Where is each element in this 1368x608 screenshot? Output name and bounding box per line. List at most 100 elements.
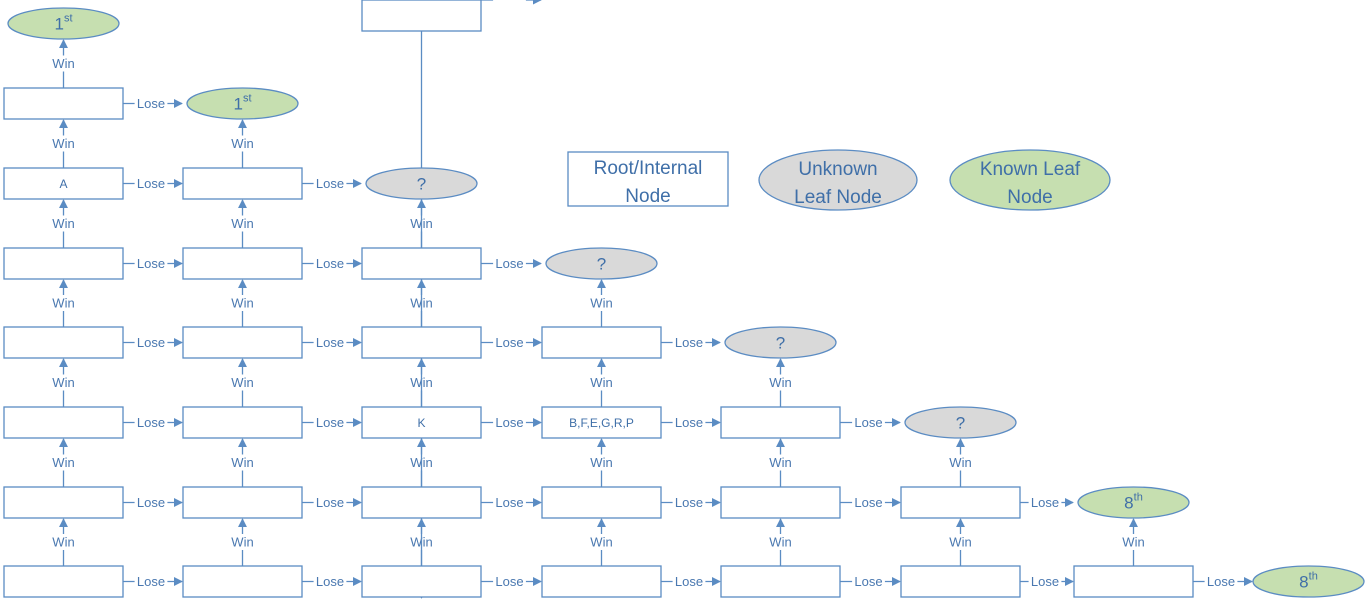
win-edge-c1-r5-label: Win (231, 375, 253, 390)
win-edge-c0-r2-label-bg (50, 135, 77, 152)
win-edge-c0-r1-label: Win (52, 56, 74, 71)
lose-edge-c2-r3-label: Lose (495, 256, 523, 271)
legend-known-label-1: Node (1007, 187, 1052, 208)
result-leaf-c7-label: 8th (1299, 571, 1318, 592)
result-leaf-c3 (545, 247, 658, 280)
bracket-node-c0-r3 (3, 247, 124, 280)
legend-unknown-label-0: Unknown (798, 159, 877, 180)
win-edge-c4-r7-label: Win (769, 535, 791, 550)
bracket-node-c0-r7 (3, 565, 124, 598)
win-edge-c1-r6-label-bg (229, 454, 256, 471)
win-edge-c1-r3-label-bg (229, 215, 256, 232)
lose-edge-c2-r3-label-bg (493, 255, 526, 272)
lose-edge-c0-r5-label: Lose (137, 415, 165, 430)
win-edge-c4-r5-label-bg (767, 374, 794, 391)
lose-edge-c1-r6-label: Lose (316, 495, 344, 510)
lose-edge-c0-r7-label-bg (134, 573, 168, 590)
legend-unknown-label-1: Leaf Node (794, 187, 882, 208)
win-edge-c1-r4-label-bg (229, 295, 256, 311)
bracket-node-c2-r5 (361, 406, 482, 439)
lose-edge-c2-r6-label-bg (493, 494, 526, 511)
win-edge-c0-r5-label: Win (52, 375, 74, 390)
result-leaf-c1-sup: st (243, 93, 252, 105)
win-edge-c0-r3-label-bg (50, 215, 77, 232)
legend-internal-node (567, 151, 729, 207)
win-edge-c0-r5-label-bg (50, 374, 77, 391)
lose-edge-c4-r7-label: Lose (854, 574, 882, 589)
lose-edge-c1-r5-label-bg (313, 414, 347, 431)
win-edge-c1-r6-label: Win (231, 455, 253, 470)
win-edge-c0-r2-label: Win (52, 136, 74, 151)
lose-edge-c3-r4-label: Lose (675, 335, 703, 350)
bracket-node-c2-r6 (361, 486, 482, 519)
champion-leaf-label: 1st (54, 13, 72, 34)
win-edge-c4-r5-label: Win (769, 375, 791, 390)
lose-edge-c2-r4-label-bg (493, 334, 526, 351)
win-edge-c3-r6-label: Win (590, 455, 612, 470)
win-edge-c6-r7-label-bg (1120, 534, 1147, 550)
bracket-node-c0-r5 (3, 406, 124, 439)
lose-edge-c2-r4-label: Lose (495, 335, 523, 350)
lose-edge-c1-r2-label-bg (313, 175, 347, 192)
bracket-node-c1-r7 (182, 565, 303, 598)
lose-edge-c4-r5-label: Lose (854, 415, 882, 430)
legend-internal-label-1: Node (625, 186, 670, 207)
bracket-node-c5-r7 (900, 565, 1021, 598)
win-edge-c0-r7-label: Win (52, 535, 74, 550)
lose-edge-c6-r7-label: Lose (1207, 574, 1235, 589)
lose-edge-c4-r6-label: Lose (854, 495, 882, 510)
lose-edge-c2-r7-label-bg (493, 573, 526, 590)
lose-edge-c4-r5-label-bg (852, 414, 885, 431)
lose-edge-c3-r4-label-bg (672, 334, 706, 351)
lose-edge-c2-r7-label: Lose (495, 574, 523, 589)
lose-edge-c1-r7-label-bg (313, 573, 347, 590)
win-edge-c0-r6-label: Win (52, 455, 74, 470)
win-edge-c1-r4-label: Win (231, 296, 253, 311)
result-leaf-c1 (186, 87, 299, 120)
lose-edge-c0-r4-label-bg (134, 334, 168, 351)
result-leaf-c5-label: ? (956, 414, 965, 433)
win-edge-c0-r4-label: Win (52, 296, 74, 311)
bracket-node-c4-r7 (720, 565, 841, 598)
bracket-node-c3-r7 (541, 565, 662, 598)
lose-edge-c2-r5-label: Lose (495, 415, 523, 430)
lose-edge-c1-r7-label: Lose (316, 574, 344, 589)
bracket-node-c2-r8 (361, 0, 482, 32)
win-edge-c3-r6-label-bg (588, 454, 615, 471)
legend-known-label-0: Known Leaf (980, 159, 1081, 180)
lose-edge-c6-r7-label-bg (1204, 573, 1238, 590)
bracket-node-c5-r6 (900, 486, 1021, 519)
bracket-node-c1-r2 (182, 167, 303, 200)
result-leaf-c2-label: ? (417, 175, 426, 194)
lose-edge-c0-r3-label-bg (134, 255, 168, 272)
bracket-node-label-c0-r2: A (59, 177, 67, 191)
win-edge-c1-r2-label-bg (229, 135, 256, 152)
win-edge-c0-r1-label-bg (50, 55, 77, 72)
bracket-node-c1-r6 (182, 486, 303, 519)
bracket-node-c0-r6 (3, 486, 124, 519)
lose-edge-c3-r7-label-bg (672, 573, 706, 590)
lose-edge-c1-r4-label: Lose (316, 335, 344, 350)
lose-edge-c4-r6-label-bg (852, 494, 885, 511)
bracket-node-c3-r4 (541, 326, 662, 359)
bracket-node-c0-r2 (3, 167, 124, 200)
result-leaf-c1-label: 1st (233, 93, 251, 114)
result-leaf-c4-label: ? (776, 334, 785, 353)
lose-edge-c0-r6-label: Lose (137, 495, 165, 510)
lose-edge-c0-r5-label-bg (134, 414, 168, 431)
bracket-node-c0-r4 (3, 326, 124, 359)
lose-edge-c3-r6-label-bg (672, 494, 706, 511)
lose-edge-c5-r6-label-bg (1028, 494, 1062, 511)
result-leaf-c7 (1252, 565, 1365, 598)
win-edge-c4-r6-label: Win (769, 455, 791, 470)
bracket-node-c1-r4 (182, 326, 303, 359)
bracket-node-c3-r6 (541, 486, 662, 519)
lose-edge-c1-r6-label-bg (313, 494, 347, 511)
bracket-node-c1-r5 (182, 406, 303, 439)
lose-edge-c0-r4-label: Lose (137, 335, 165, 350)
result-leaf-c4 (724, 326, 837, 359)
bracket-node-c2-r7 (361, 565, 482, 598)
win-edge-c1-r7-label: Win (231, 535, 253, 550)
bracket-node-c3-r5 (541, 406, 662, 439)
